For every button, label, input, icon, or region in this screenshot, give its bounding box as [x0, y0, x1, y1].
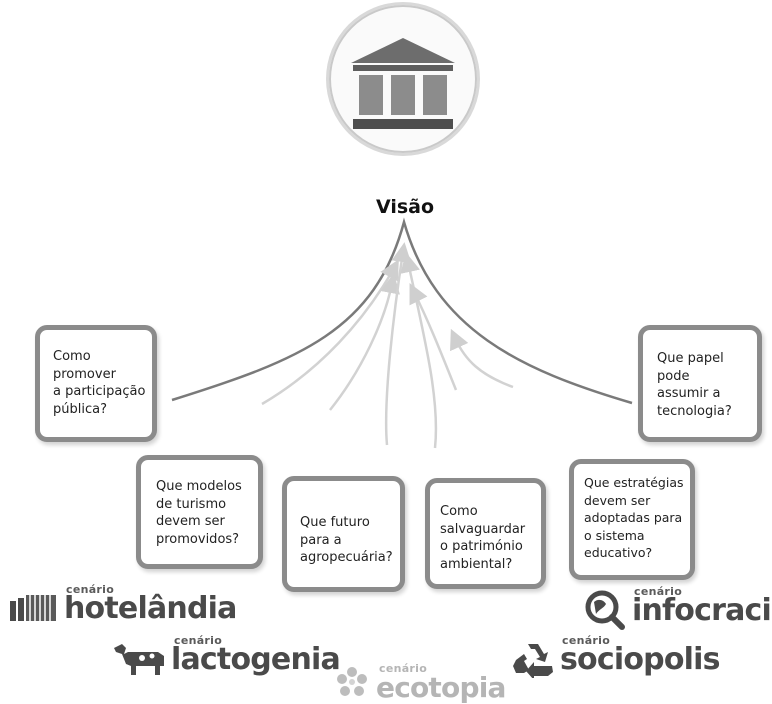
arrow-4 — [400, 252, 438, 449]
flower-icon — [337, 667, 367, 696]
vision-title: Visão — [375, 196, 435, 218]
question-box-participacao: Como promover a participação pública? — [35, 325, 157, 442]
question-text: Que futuro para a agropecuária? — [300, 515, 393, 565]
question-text: Que estratégias devem ser adoptadas para… — [584, 475, 684, 560]
arrow-2 — [329, 273, 400, 411]
government-building-icon — [351, 38, 455, 129]
question-box-tecnologia: Que papel pode assumir a tecnologia? — [638, 325, 762, 442]
scenario-prefix: cenário — [379, 662, 428, 675]
arrow-5 — [409, 283, 458, 391]
arrow-6 — [450, 328, 514, 389]
question-box-turismo: Que modelos de turismo devem ser promovi… — [136, 455, 263, 569]
scenario-name: lactogenia — [171, 642, 341, 677]
question-box-educacao: Que estratégias devem ser adoptadas para… — [569, 459, 695, 580]
scenario-prefix: cenário — [634, 585, 683, 598]
hotel-building-icon — [10, 595, 56, 621]
question-text: Como salvaguardar o património ambiental… — [440, 504, 526, 572]
question-box-agropecuaria: Que futuro para a agropecuária? — [282, 476, 405, 592]
scenario-name: ecotopia — [376, 671, 506, 704]
vision-circle — [329, 5, 477, 153]
cow-icon — [114, 644, 164, 675]
scenario-logo-lactogenia: cenário lactogenia — [110, 634, 341, 682]
scenario-name: infocracia — [632, 593, 772, 628]
arrow-3 — [384, 242, 412, 446]
scenario-logo-sociopolis: cenário sociopolis — [512, 634, 720, 682]
globe-search-icon — [585, 590, 625, 630]
scenario-logo-infocracia: cenário infocracia — [582, 585, 772, 633]
convergence-curve — [171, 217, 633, 405]
question-text: Que papel pode assumir a tecnologia? — [657, 351, 732, 419]
recycle-icon — [513, 644, 553, 678]
question-text: Que modelos de turismo devem ser promovi… — [156, 479, 242, 547]
question-box-ambiental: Como salvaguardar o património ambiental… — [425, 478, 546, 589]
scenario-name: hotelândia — [64, 591, 237, 626]
scenario-prefix: cenário — [174, 634, 223, 647]
question-text: Como promover a participação pública? — [53, 349, 146, 417]
scenario-prefix: cenário — [66, 583, 115, 596]
scenario-prefix: cenário — [562, 634, 611, 647]
scenario-logo-hotelandia: cenário hotelândia — [8, 583, 237, 628]
scenario-logo-ecotopia: cenário ecotopia — [332, 660, 512, 704]
scenario-name: sociopolis — [560, 642, 720, 677]
